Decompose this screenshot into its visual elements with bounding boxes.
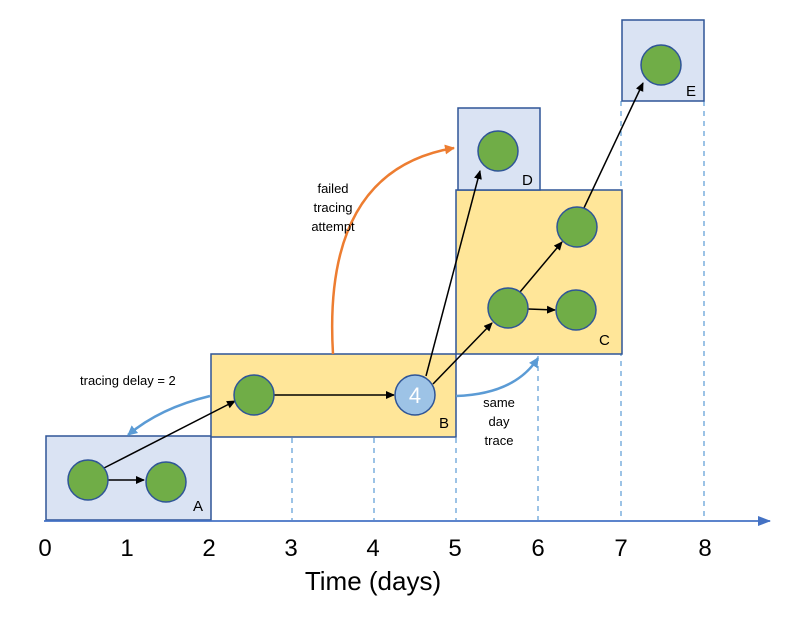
edge-c1-c3 — [519, 241, 563, 293]
nodes — [67, 44, 682, 503]
edge-c1-c2 — [527, 305, 556, 314]
same-day-trace-arrow — [455, 357, 540, 398]
node-c1 — [487, 287, 529, 329]
node-a1 — [67, 459, 109, 501]
tick-label-3: 3 — [284, 535, 297, 562]
tick-label-1: 1 — [120, 535, 133, 562]
node-e1 — [640, 44, 682, 86]
node-b2-highlighted — [394, 374, 436, 416]
same-day-trace-label-line1: same — [483, 395, 515, 410]
node-c3 — [556, 206, 598, 248]
tick-label-4: 4 — [366, 535, 379, 562]
failed-tracing-label-line1: failed — [317, 181, 348, 196]
tick-label-8: 8 — [698, 535, 711, 562]
edge-b2-c1 — [432, 322, 493, 385]
tick-label-7: 7 — [614, 535, 627, 562]
edge-a1-b1 — [103, 400, 236, 469]
edge-c3-e1 — [582, 82, 644, 211]
box-b-label: B — [439, 415, 449, 432]
same-day-trace-label-line2: day — [489, 414, 510, 429]
box-d-label: D — [522, 172, 533, 189]
node-d1 — [477, 130, 519, 172]
box-c — [455, 189, 623, 355]
tick-label-0: 0 — [38, 535, 51, 562]
transmission-edges — [103, 82, 644, 484]
box-a-label: A — [193, 498, 203, 515]
failed-tracing-label-line2: tracing — [313, 200, 352, 215]
tracing-delay-arrow — [127, 394, 211, 436]
axis-tick-labels: 0 1 2 3 4 5 6 7 8 — [38, 535, 711, 562]
day-guide-lines — [291, 101, 705, 520]
box-e-label: E — [686, 83, 696, 100]
highlighted-node-label: 4 — [409, 383, 421, 408]
edge-b2-d1 — [425, 170, 482, 377]
node-c2 — [555, 289, 597, 331]
same-day-trace-label-line3: trace — [485, 433, 514, 448]
tick-label-5: 5 — [448, 535, 461, 562]
x-axis-title: Time (days) — [305, 566, 441, 596]
box-c-label: C — [599, 332, 610, 349]
failed-tracing-arrow — [330, 144, 455, 355]
tracing-delay-label: tracing delay = 2 — [80, 373, 176, 388]
tick-label-2: 2 — [202, 535, 215, 562]
node-b1 — [233, 374, 275, 416]
node-a2 — [145, 461, 187, 503]
failed-tracing-label-line3: attempt — [311, 219, 355, 234]
tick-label-6: 6 — [531, 535, 544, 562]
